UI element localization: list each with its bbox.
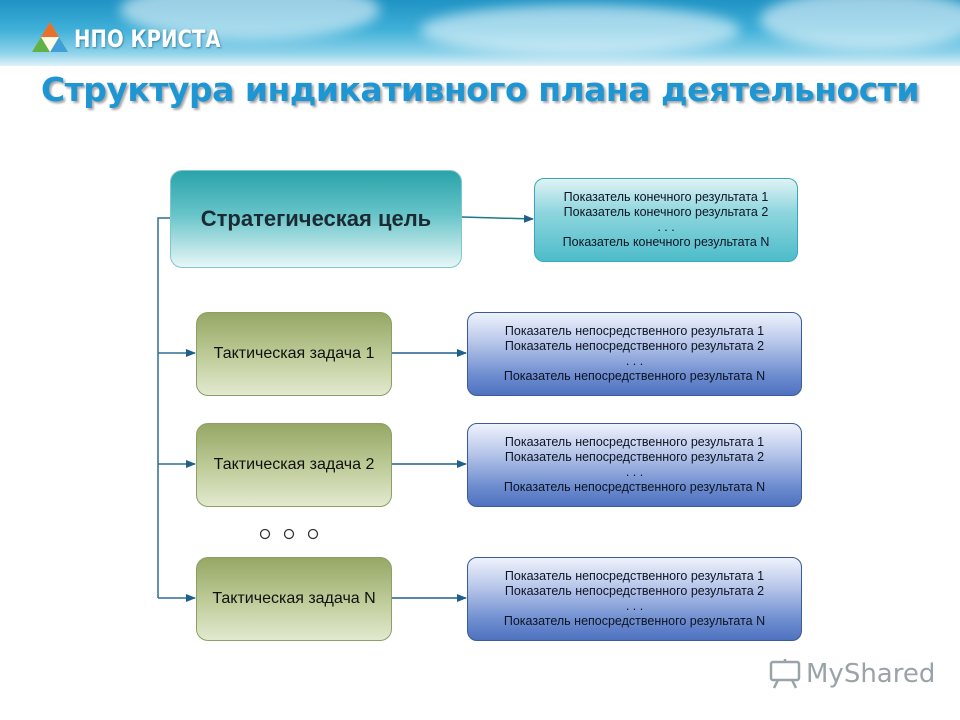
- indicator-line: Показатель непосредственного результата …: [504, 324, 765, 338]
- header-banner: НПО КРИСТА: [0, 0, 960, 66]
- presentation-board-icon: [769, 659, 801, 689]
- indicator-line: . . .: [625, 465, 644, 479]
- indicator-line: Показатель непосредственного результата …: [504, 569, 765, 583]
- arrow-strategic: [461, 214, 534, 223]
- watermark-text: MyShared: [806, 659, 936, 689]
- indicator-line: . . .: [657, 220, 675, 234]
- indicator-line: Показатель непосредственного результата …: [503, 614, 766, 628]
- indicator-line: . . .: [625, 354, 644, 368]
- watermark: MyShared: [768, 656, 935, 692]
- indicator-line: . . .: [625, 599, 644, 613]
- task-2-indicators-box: Показатель непосредственного результата …: [467, 423, 802, 507]
- tactical-task-n-box: Тактическая задача N: [196, 557, 392, 641]
- indicator-line: Показатель непосредственного результата …: [503, 369, 766, 383]
- final-result-indicators-box: Показатель конечного результата 1 Показа…: [534, 178, 798, 262]
- crista-logo-icon: [32, 22, 68, 52]
- task-1-indicators-box: Показатель непосредственного результата …: [467, 312, 802, 396]
- ellipsis-circles-icon: [259, 528, 319, 540]
- page-title: Структура индикативного плана деятельнос…: [40, 70, 920, 109]
- indicator-line: Показатель конечного результата N: [562, 235, 770, 249]
- task-n-indicators-box: Показатель непосредственного результата …: [467, 557, 802, 641]
- indicator-line: Показатель непосредственного результата …: [504, 584, 765, 598]
- indicator-line: Показатель непосредственного результата …: [504, 450, 765, 464]
- tactical-task-1-box: Тактическая задача 1: [196, 312, 392, 396]
- indicator-line: Показатель конечного результата 1: [563, 190, 769, 204]
- tactical-task-2-box: Тактическая задача 2: [196, 423, 392, 507]
- indicator-line: Показатель непосредственного результата …: [504, 435, 765, 449]
- trunk-line: [157, 217, 170, 598]
- indicator-line: Показатель непосредственного результата …: [504, 339, 765, 353]
- brand-name: НПО КРИСТА: [74, 25, 221, 53]
- strategic-goal-box: Стратегическая цель: [170, 170, 462, 268]
- indicator-line: Показатель непосредственного результата …: [503, 480, 766, 494]
- indicator-line: Показатель конечного результата 2: [563, 205, 769, 219]
